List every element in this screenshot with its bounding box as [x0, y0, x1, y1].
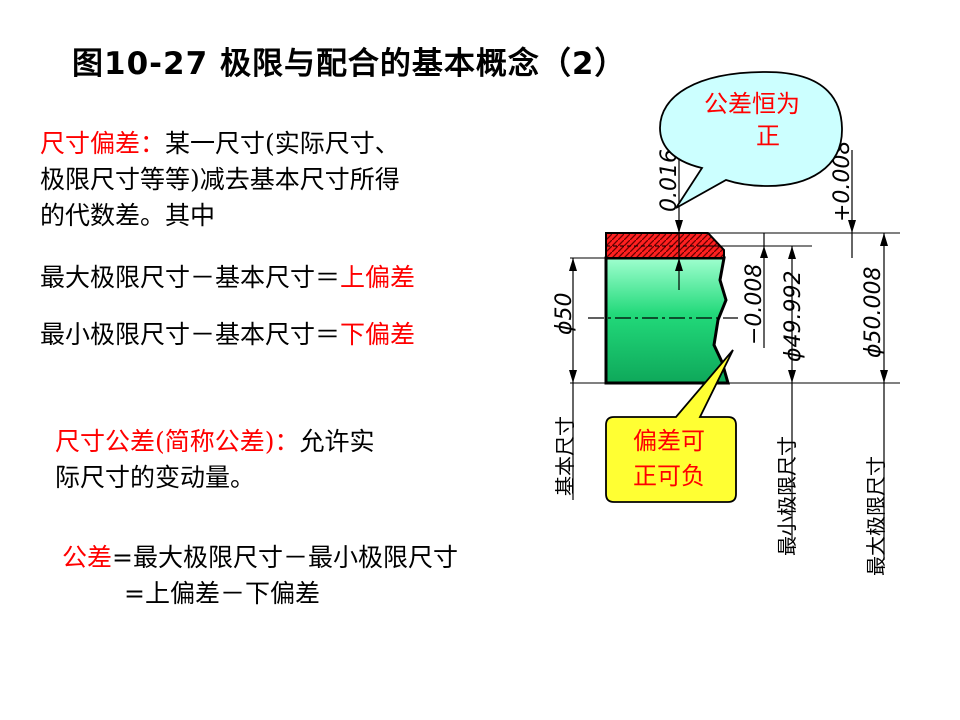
dim-lower-deviation-text: −0.008 [742, 264, 767, 345]
tolerance-formula-line1: =最大极限尺寸－最小极限尺寸 [112, 543, 458, 572]
tolerance-formula: 公差=最大极限尺寸－最小极限尺寸 =上偏差－下偏差 [62, 540, 458, 612]
shaft-body [604, 256, 730, 385]
tolerance-line2: 际尺寸的变动量。 [55, 463, 256, 492]
deviation-definition: 尺寸偏差：某一尺寸(实际尺寸、 极限尺寸等等)减去基本尺寸所得 的代数差。其中 [40, 126, 400, 234]
dim-tolerance-text: 0.016 [657, 149, 682, 212]
deviation-line3: 的代数差。其中 [40, 201, 216, 230]
formula-upper-result: 上偏差 [340, 263, 416, 292]
label-max-size: 最大极限尺寸 [864, 456, 888, 576]
dim-max-size-text: ϕ50.008 [861, 267, 886, 359]
callout-bottom [605, 349, 737, 503]
formula-upper: 最大极限尺寸－基本尺寸＝上偏差 [40, 260, 415, 296]
tolerance-formula-term: 公差 [62, 543, 113, 572]
callout-top [659, 71, 843, 209]
dim-basic-size-text: ϕ50 [552, 292, 577, 335]
callout-bottom-line1: 偏差可 [633, 427, 705, 455]
formula-lower-result: 下偏差 [340, 320, 416, 349]
tolerance-definition: 尺寸公差(简称公差)：允许实 际尺寸的变动量。 [55, 424, 375, 496]
callout-top-line1: 公差恒为 [704, 90, 800, 118]
label-min-size: 最小极限尺寸 [775, 436, 799, 556]
deviation-term: 尺寸偏差： [40, 129, 166, 158]
formula-lower: 最小极限尺寸－基本尺寸＝下偏差 [40, 317, 415, 353]
page-title: 图10-27 极限与配合的基本概念（2） [72, 46, 627, 82]
deviation-line2: 极限尺寸等等)减去基本尺寸所得 [40, 165, 400, 194]
dim-min-size-text: ϕ49.992 [781, 271, 806, 363]
tolerance-term: 尺寸公差(简称公差)： [55, 427, 300, 456]
deviation-line1: 某一尺寸(实际尺寸、 [165, 129, 400, 158]
callout-top-line2: 正 [756, 122, 780, 150]
tolerance-formula-line2: =上偏差－下偏差 [124, 579, 320, 608]
formula-upper-expr: 最大极限尺寸－基本尺寸＝ [40, 263, 341, 292]
tolerance-line1: 允许实 [299, 427, 375, 456]
formula-lower-expr: 最小极限尺寸－基本尺寸＝ [40, 320, 341, 349]
callout-bottom-line2: 正可负 [633, 462, 705, 490]
label-basic-size: 基本尺寸 [553, 416, 577, 496]
